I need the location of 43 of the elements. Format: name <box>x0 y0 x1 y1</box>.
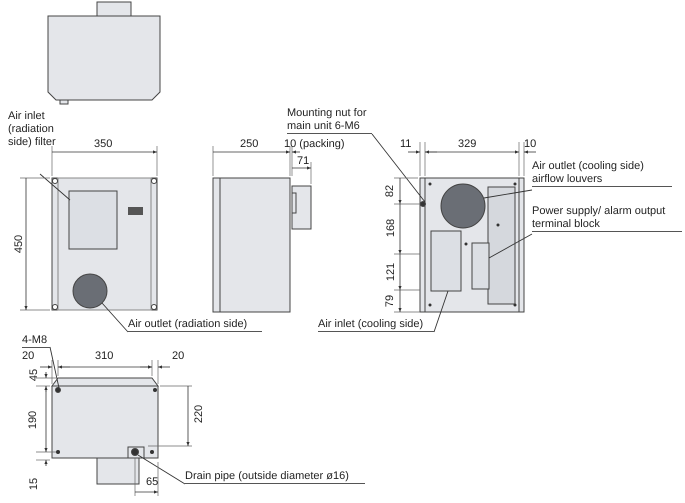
dimension-value: 121 <box>385 262 398 282</box>
dimension-value: 45 <box>28 368 40 382</box>
callout-text: Mounting nut for main unit 6-M6 <box>287 107 372 134</box>
terminal-block <box>472 242 490 290</box>
dimension-value: 20 <box>172 350 184 362</box>
leader-line <box>488 234 532 258</box>
dimension-value: 190 <box>27 410 40 430</box>
dimension-value: 310 <box>95 350 114 362</box>
filter-panel <box>68 190 118 250</box>
callout-text: Air outlet (radiation side) <box>128 318 262 332</box>
dimension-value: 450 <box>13 234 26 254</box>
callout-text: Power supply/ alarm output terminal block <box>532 205 682 232</box>
dimension-value: 11 <box>400 138 412 150</box>
dimension-value: 220 <box>193 404 206 424</box>
dimension-value: 71 <box>297 155 310 167</box>
callout-text: Air outlet (cooling side) airflow louvers <box>532 160 672 187</box>
dimension-value: 10 <box>524 138 536 150</box>
dimension-value: 65 <box>146 476 158 488</box>
leader-line <box>102 302 128 332</box>
dimension-value: 15 <box>28 478 40 490</box>
callout-text: Drain pipe (outside diameter ø16) <box>185 470 365 484</box>
dimension-value: 82 <box>384 184 396 198</box>
leader-line <box>484 190 532 198</box>
dimension-value: 79 <box>384 294 396 308</box>
dimension-value: 20 <box>22 350 34 362</box>
leader-line <box>40 174 70 200</box>
drain-pipe <box>131 448 139 456</box>
fan-grille <box>72 274 108 308</box>
dimension-value: 250 <box>240 138 258 150</box>
callout-text: Air inlet (radiation side) filter <box>8 110 68 149</box>
leader-line <box>138 454 186 484</box>
dimension-value: 168 <box>385 218 398 238</box>
mounting-hole <box>55 387 61 393</box>
inlet-panel <box>430 230 462 292</box>
dimension-value: 350 <box>94 138 112 150</box>
leader-line <box>434 290 448 332</box>
callout-text: 4-M8 <box>22 334 50 348</box>
mounting-nut <box>420 201 426 207</box>
dimension-value: 329 <box>458 138 476 150</box>
leader-line <box>50 346 60 388</box>
callout-text: Air inlet (cooling side) <box>318 318 434 332</box>
louver-grille <box>440 184 486 228</box>
leader-line <box>372 134 426 202</box>
